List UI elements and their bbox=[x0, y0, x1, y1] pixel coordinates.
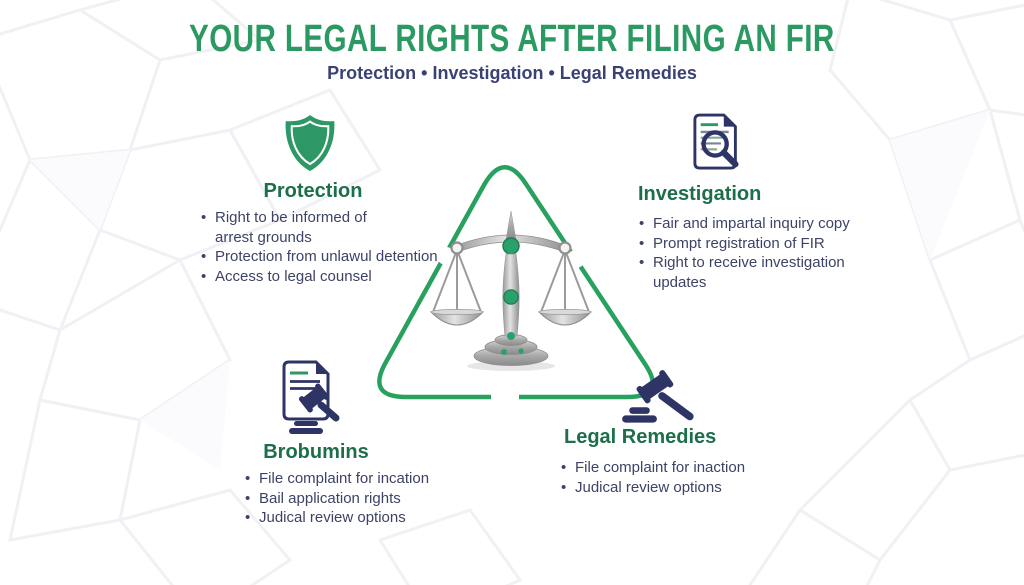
bullet-item: Bail application rights bbox=[244, 489, 460, 509]
document-magnifier-icon bbox=[692, 112, 748, 179]
gavel-icon bbox=[618, 370, 700, 428]
section-protection: Protection Right to be informed of arres… bbox=[198, 113, 438, 287]
shield-icon bbox=[282, 113, 338, 178]
section-title-legal-remedies: Legal Remedies bbox=[564, 426, 717, 448]
bullet-item: File complaint for inaction bbox=[560, 458, 778, 478]
legal-remedies-bullet-list: File complaint for inaction Judical revi… bbox=[560, 458, 778, 497]
bullet-item: File complaint for incation bbox=[244, 469, 460, 489]
section-legal-remedies: Legal Remedies File complaint for inacti… bbox=[558, 426, 778, 497]
investigation-bullet-list: Fair and impartal inquiry copy Prompt re… bbox=[638, 214, 876, 292]
protection-bullet-list: Right to be informed of arrest grounds P… bbox=[200, 208, 438, 287]
bullet-item: Access to legal counsel bbox=[200, 267, 436, 287]
section-title-protection: Protection bbox=[263, 180, 363, 202]
document-gavel-icon bbox=[280, 358, 344, 439]
complaints-bullet-list: File complaint for incation Bail applica… bbox=[244, 469, 460, 528]
bullet-item: Prompt registration of FIR bbox=[638, 234, 876, 254]
section-title-complaints: Brobumins bbox=[263, 441, 369, 463]
scales-icon bbox=[429, 210, 593, 371]
bullet-item: Right to receive investigation updates bbox=[638, 253, 850, 292]
section-title-investigation: Investigation bbox=[638, 183, 762, 205]
header: YOUR LEGAL RIGHTS AFTER FILING AN FIR Pr… bbox=[0, 18, 1024, 84]
page-subtitle: Protection • Investigation • Legal Remed… bbox=[327, 63, 697, 83]
bullet-item: Judical review options bbox=[244, 508, 460, 528]
page-title: YOUR LEGAL RIGHTS AFTER FILING AN FIR bbox=[189, 18, 835, 60]
section-complaints: Brobumins File complaint for incation Ba… bbox=[240, 358, 460, 528]
bullet-item: Protection from unlawul detention bbox=[200, 247, 438, 267]
scales-of-justice-triangle bbox=[377, 165, 656, 406]
bullet-item: Judical review options bbox=[560, 478, 778, 498]
section-investigation: Investigation Fair and impartal inquiry … bbox=[636, 112, 876, 292]
bullet-item: Fair and impartal inquiry copy bbox=[638, 214, 876, 234]
bullet-item: Right to be informed of arrest grounds bbox=[200, 208, 382, 247]
